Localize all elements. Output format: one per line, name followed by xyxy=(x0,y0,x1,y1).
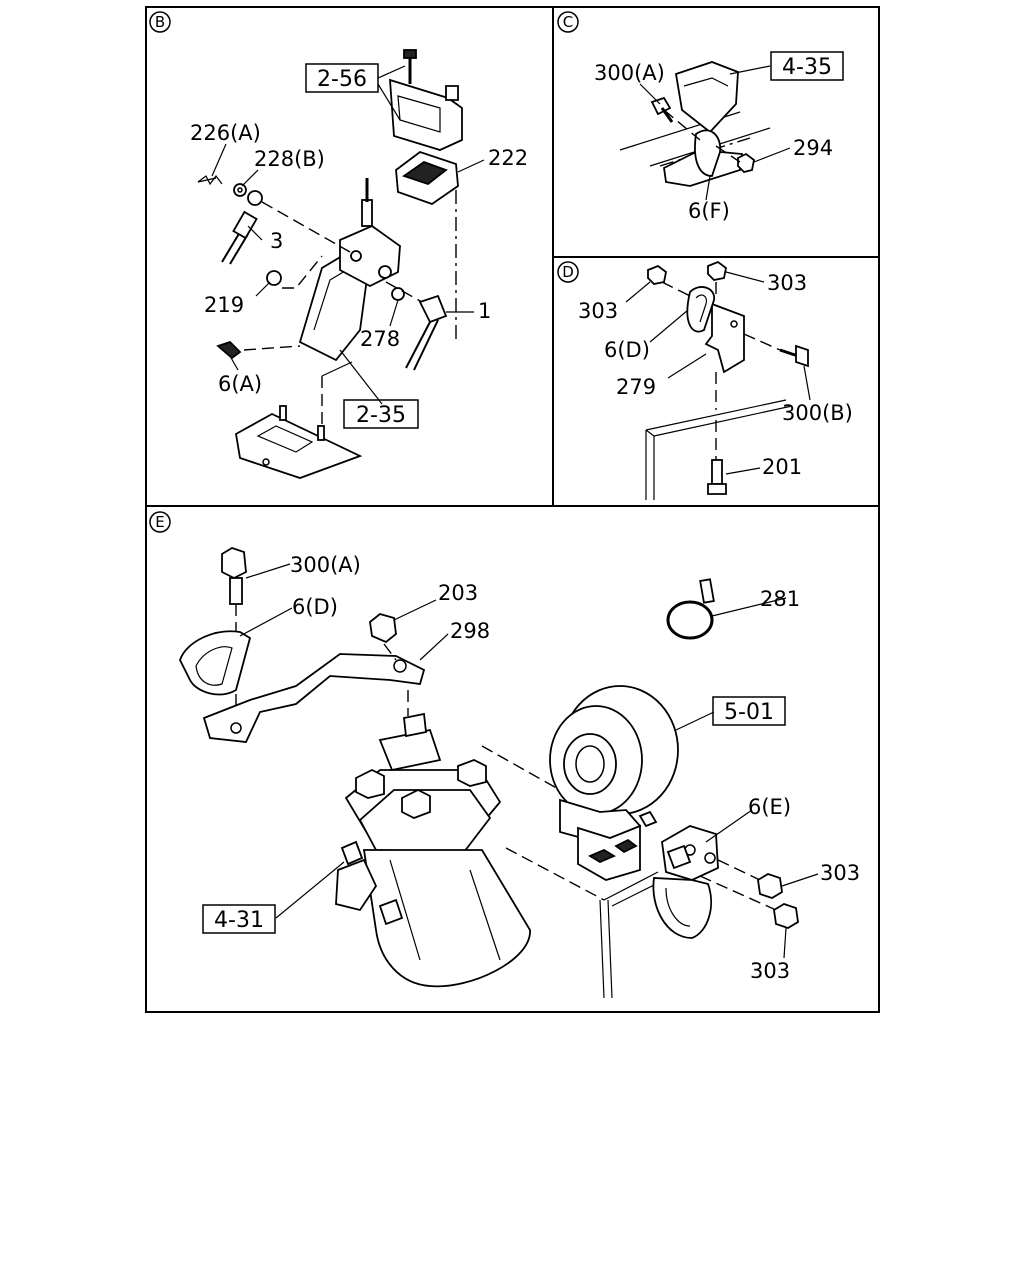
label-1: 1 xyxy=(478,299,491,323)
small-fasteners-b xyxy=(197,175,323,289)
leaders-e xyxy=(239,563,819,959)
clamp-281-drawing xyxy=(666,578,715,640)
nut-294-drawing xyxy=(715,145,755,173)
section-marker-e: E xyxy=(149,511,171,533)
label-6a: 6(A) xyxy=(218,372,262,396)
label-298: 298 xyxy=(450,619,490,643)
main-bracket-drawing xyxy=(298,178,401,362)
label-222: 222 xyxy=(488,146,528,170)
label-294: 294 xyxy=(793,136,833,160)
label-201: 201 xyxy=(762,455,802,479)
label-6e: 6(E) xyxy=(748,795,791,819)
label-303-d-right: 303 xyxy=(767,271,807,295)
label-278: 278 xyxy=(360,327,400,351)
nuts-303-e-drawing xyxy=(757,873,799,929)
bolt-300a-c-drawing xyxy=(650,96,674,123)
label-6f: 6(F) xyxy=(688,199,730,223)
nut-203-drawing xyxy=(369,613,397,661)
bolt-201-drawing xyxy=(707,420,727,495)
section-marker-c: C xyxy=(557,11,579,33)
label-300a-e: 300(A) xyxy=(290,553,361,577)
label-303-e-lower: 303 xyxy=(750,959,790,983)
leaders-b xyxy=(211,65,485,405)
upper-bracket-drawing xyxy=(389,49,463,151)
hose-3-drawing xyxy=(221,190,351,265)
ref-box-4-31: 4-31 xyxy=(202,904,276,934)
pump-4-31-drawing xyxy=(335,690,531,988)
clamp-6d-d-drawing xyxy=(686,286,715,333)
label-300b: 300(B) xyxy=(782,401,853,425)
diagram-frame xyxy=(145,6,880,1013)
ref-5-01: 5-01 xyxy=(724,700,774,725)
ref-box-4-35: 4-35 xyxy=(770,51,844,81)
label-3: 3 xyxy=(270,229,283,253)
label-303-d-left: 303 xyxy=(578,299,618,323)
long-bracket-drawing xyxy=(179,630,426,743)
label-281: 281 xyxy=(760,587,800,611)
section-letter-b: B xyxy=(155,13,165,31)
label-303-e-upper: 303 xyxy=(820,861,860,885)
base-plate-drawing xyxy=(235,361,363,479)
label-219: 219 xyxy=(204,293,244,317)
section-c: C 300(A) xyxy=(557,11,844,223)
label-226a: 226(A) xyxy=(190,121,261,145)
ref-4-31: 4-31 xyxy=(214,908,264,933)
section-letter-e: E xyxy=(155,513,164,531)
section-d: D xyxy=(557,260,853,500)
bolt-300b-drawing xyxy=(743,333,809,368)
block-222-drawing xyxy=(395,150,459,342)
pulley-5-01-drawing xyxy=(481,685,679,901)
bracket-279-drawing xyxy=(704,302,745,410)
ref-box-2-56: 2-56 xyxy=(305,63,379,93)
ref-2-35: 2-35 xyxy=(356,403,406,428)
section-b: B xyxy=(149,11,528,479)
tank-frame-d-drawing xyxy=(645,399,793,500)
bracket-4-35-drawing xyxy=(674,61,739,134)
label-279: 279 xyxy=(616,375,656,399)
clamp-6f-drawing xyxy=(663,109,722,177)
label-6d-d: 6(D) xyxy=(604,338,650,362)
ref-box-5-01: 5-01 xyxy=(712,696,786,726)
hose-1-drawing xyxy=(385,281,448,371)
clip-6a-drawing xyxy=(216,340,301,360)
leaders-d xyxy=(625,271,811,475)
label-6d-e: 6(D) xyxy=(292,595,338,619)
nuts-303-d-drawing xyxy=(647,260,727,300)
section-letter-c: C xyxy=(563,13,573,31)
section-marker-b: B xyxy=(149,11,171,33)
section-marker-d: D xyxy=(557,261,579,283)
ref-box-2-35: 2-35 xyxy=(343,399,419,429)
clamp-6e-drawing xyxy=(638,810,777,939)
label-300a-c: 300(A) xyxy=(594,61,665,85)
leaders-c xyxy=(639,65,791,201)
section-e: E xyxy=(149,511,860,999)
ref-4-35: 4-35 xyxy=(782,55,832,80)
label-203: 203 xyxy=(438,581,478,605)
section-letter-d: D xyxy=(562,263,574,281)
ref-2-56: 2-56 xyxy=(317,67,367,92)
label-228b: 228(B) xyxy=(254,147,325,171)
